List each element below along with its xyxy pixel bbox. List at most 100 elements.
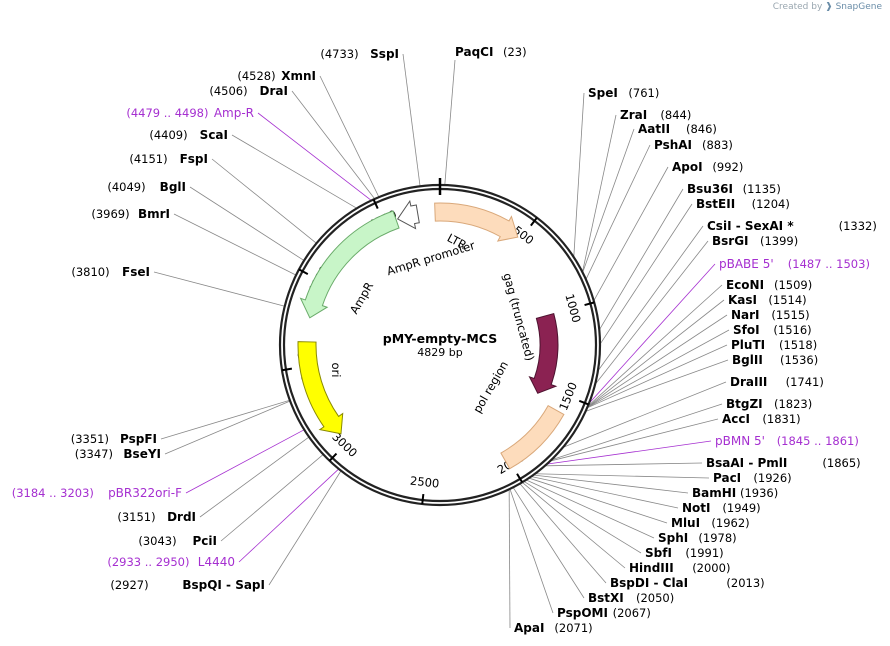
enzyme-name: PciI bbox=[193, 534, 218, 548]
enzyme-position: (4049) bbox=[107, 180, 145, 194]
credit-brand: SnapGene bbox=[835, 2, 882, 12]
gag-truncated-feature bbox=[528, 312, 559, 394]
enzyme-position: (1518) bbox=[779, 338, 817, 352]
enzyme-position: (4733) bbox=[320, 47, 358, 61]
enzyme-name: SphI bbox=[658, 531, 688, 545]
enzyme-position: (3351) bbox=[71, 432, 109, 446]
enzyme-position: (1991) bbox=[685, 546, 723, 560]
enzyme-name: BglI bbox=[160, 180, 186, 194]
enzyme-name: BsrGI bbox=[712, 234, 749, 248]
enzyme-position: (2071) bbox=[554, 621, 592, 635]
enzyme-name: SbfI bbox=[645, 546, 672, 560]
enzyme-leader-line bbox=[173, 213, 297, 276]
primer-position: (2933 .. 2950) bbox=[107, 555, 189, 569]
enzyme-leader-line bbox=[153, 271, 285, 307]
enzyme-leader-line bbox=[586, 344, 728, 409]
enzyme-name: HindIII bbox=[629, 561, 674, 575]
enzyme-name: PaqCI bbox=[455, 45, 493, 59]
enzyme-leader-line bbox=[523, 480, 642, 554]
enzyme-leader-line bbox=[587, 299, 725, 408]
enzyme-leader-line bbox=[291, 90, 376, 200]
enzyme-position: (1949) bbox=[722, 501, 760, 515]
enzyme-leader-line bbox=[599, 203, 693, 345]
enzyme-position: (883) bbox=[702, 138, 733, 152]
enzyme-name: NotI bbox=[682, 501, 711, 515]
label-lines bbox=[153, 53, 730, 629]
enzyme-leader-line bbox=[319, 75, 380, 198]
enzyme-leader-line bbox=[573, 92, 585, 258]
enzyme-position: (1204) bbox=[752, 197, 790, 211]
credit-prefix: Created by bbox=[772, 2, 823, 12]
enzyme-leader-line bbox=[585, 359, 729, 412]
enzyme-position: (1514) bbox=[768, 293, 806, 307]
enzyme-leader-line bbox=[220, 454, 324, 542]
tick-mark bbox=[578, 399, 589, 406]
enzyme-name: BmrI bbox=[138, 207, 170, 221]
enzyme-leader-line bbox=[585, 144, 651, 280]
tick-mark bbox=[516, 473, 524, 483]
enzyme-position: (1515) bbox=[771, 308, 809, 322]
enzyme-name: Bsu36I bbox=[687, 182, 733, 196]
enzyme-position: (992) bbox=[712, 160, 743, 174]
enzyme-position: (3969) bbox=[91, 207, 129, 221]
enzyme-leader-line bbox=[268, 470, 342, 586]
pol-region-label: pol region bbox=[470, 359, 511, 416]
enzyme-name: DraI bbox=[260, 84, 288, 98]
tick-mark bbox=[584, 301, 595, 307]
enzyme-leader-line bbox=[533, 474, 689, 494]
enzyme-leader-line bbox=[551, 403, 723, 461]
tick-mark bbox=[298, 268, 309, 276]
enzyme-name: ApaI bbox=[514, 621, 544, 635]
enzyme-position: (3043) bbox=[138, 534, 176, 548]
enzyme-position: (1399) bbox=[760, 234, 798, 248]
enzyme-leader-line bbox=[525, 479, 655, 539]
tick-mark bbox=[372, 199, 379, 209]
primer-name: pBR322ori-F bbox=[108, 486, 182, 500]
enzyme-leader-line bbox=[160, 399, 290, 440]
enzyme-position: (2013) bbox=[726, 576, 764, 590]
enzyme-name: SpeI bbox=[588, 86, 618, 100]
enzyme-leader-line bbox=[597, 225, 704, 372]
primer-leader-line bbox=[588, 263, 716, 404]
enzyme-name: CsiI - SexAI * bbox=[707, 219, 794, 233]
enzyme-name: BseYI bbox=[123, 447, 161, 461]
enzyme-position: (4528) bbox=[237, 69, 275, 83]
enzyme-position: (2067) bbox=[613, 606, 651, 620]
enzyme-name: DraIII bbox=[730, 375, 767, 389]
enzyme-position: (3810) bbox=[71, 265, 109, 279]
enzyme-leader-line bbox=[512, 487, 585, 599]
enzyme-name: ScaI bbox=[200, 128, 228, 142]
tick-label: 2500 bbox=[409, 474, 440, 491]
ampr-label: AmpR bbox=[347, 280, 376, 317]
primer-leader-line bbox=[185, 429, 305, 494]
enzyme-position: (844) bbox=[660, 108, 691, 122]
ori-feature bbox=[297, 341, 344, 435]
enzyme-leader-line bbox=[444, 59, 456, 186]
enzyme-position: (1978) bbox=[698, 531, 736, 545]
plasmid-name: pMY-empty-MCS bbox=[383, 331, 497, 346]
enzyme-name: BsaAI - PmlI bbox=[706, 456, 787, 470]
enzyme-leader-line bbox=[587, 284, 723, 407]
enzyme-position: (1936) bbox=[740, 486, 778, 500]
enzyme-name: BamHI bbox=[692, 486, 736, 500]
primer-position: (4479 .. 4498) bbox=[126, 106, 208, 120]
enzyme-position: (1962) bbox=[711, 516, 749, 530]
ltr-feature bbox=[434, 202, 519, 242]
primer-name: pBABE 5' bbox=[719, 257, 774, 271]
primer-leader-line bbox=[238, 468, 340, 563]
enzyme-name: AatII bbox=[638, 122, 670, 136]
enzyme-position: (23) bbox=[503, 45, 527, 59]
enzyme-position: (1741) bbox=[786, 375, 824, 389]
features bbox=[297, 199, 565, 470]
enzyme-name: KasI bbox=[728, 293, 757, 307]
enzyme-name: PluTI bbox=[731, 338, 765, 352]
ampr-promoter-label: AmpR promoter bbox=[385, 238, 477, 278]
enzyme-position: (1926) bbox=[753, 471, 791, 485]
primer-position: (1487 .. 1503) bbox=[788, 257, 870, 271]
enzyme-leader-line bbox=[211, 158, 317, 244]
ampr-feature bbox=[299, 210, 400, 319]
snapgene-logo-icon: ❱ bbox=[825, 2, 833, 12]
enzyme-leader-line bbox=[544, 462, 703, 467]
enzyme-position: (3347) bbox=[75, 447, 113, 461]
